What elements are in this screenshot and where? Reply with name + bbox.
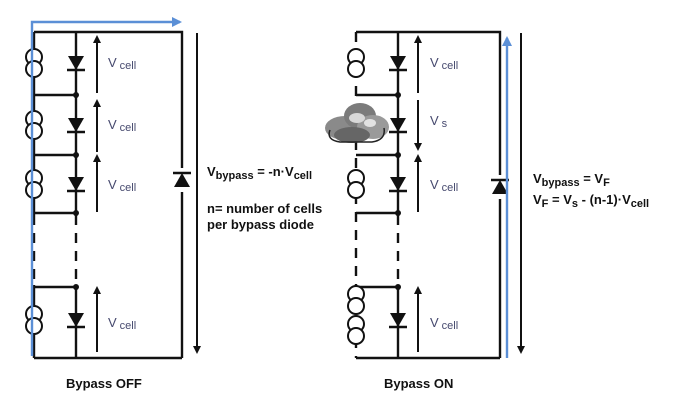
current-source-icon	[25, 169, 43, 199]
cell-count-note: per bypass diode	[207, 217, 314, 232]
diode-icon	[67, 56, 85, 72]
diode-icon	[389, 118, 407, 134]
right-circuit	[325, 30, 525, 360]
right-node	[395, 152, 401, 158]
cell-count-note: n= number of cells	[207, 201, 322, 216]
bypass-diode-icon	[172, 168, 192, 192]
bypass-diode-icon	[490, 175, 510, 199]
current-source-icon	[25, 110, 43, 140]
bypass-voltage-equation: Vbypass = VF	[533, 171, 610, 189]
diode-icon	[389, 177, 407, 193]
current-source-icon	[347, 48, 365, 78]
left-node	[73, 92, 79, 98]
right-node	[395, 92, 401, 98]
left-circuit	[25, 17, 201, 360]
diode-icon	[67, 118, 85, 134]
bypass-voltage-equation: Vbypass = -n·Vcell	[207, 164, 312, 182]
right-top-rail	[356, 30, 502, 358]
left-node	[73, 210, 79, 216]
diode-icon	[389, 56, 407, 72]
left-current-path	[30, 17, 182, 356]
left-top-rail	[34, 30, 184, 358]
current-source-icon	[25, 48, 43, 78]
diode-icon	[67, 177, 85, 193]
forward-voltage-equation: VF = Vs - (n-1)·Vcell	[533, 192, 649, 210]
current-source-icon	[25, 305, 43, 335]
right-node	[395, 284, 401, 290]
current-source-icon	[347, 315, 365, 345]
current-source-icon	[347, 169, 365, 199]
diode-icon	[389, 313, 407, 329]
right-node	[395, 210, 401, 216]
left-node	[73, 284, 79, 290]
shade-cloud-icon	[325, 103, 389, 143]
left-node	[73, 152, 79, 158]
current-source-icon	[347, 285, 365, 315]
caption-bypass-on: Bypass ON	[384, 376, 453, 391]
diode-icon	[67, 313, 85, 329]
caption-bypass-off: Bypass OFF	[66, 376, 142, 391]
